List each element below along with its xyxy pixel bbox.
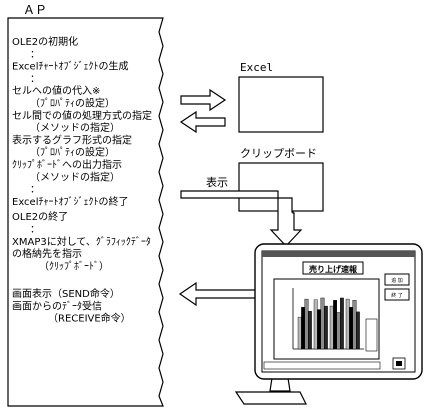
chart-bar xyxy=(340,297,344,350)
window-title: 売り上げ速報 xyxy=(309,264,358,274)
ap-line: ： xyxy=(30,49,40,60)
chart-bar xyxy=(304,298,309,350)
ap-line: （ﾌﾟﾛﾊﾟﾃｨの設定） xyxy=(30,97,115,110)
chart-bar xyxy=(297,316,302,350)
arrow-clipboard-to-monitor xyxy=(180,190,303,247)
screen-icon-glyph xyxy=(396,361,402,366)
ap-line: ： xyxy=(30,185,40,196)
ap-line: （メソッドの指定） xyxy=(30,121,120,134)
chart-bar xyxy=(308,311,312,350)
window-title-box xyxy=(302,261,364,275)
chart-bar xyxy=(336,312,341,350)
chart-bar xyxy=(317,309,321,350)
ap-line: ： xyxy=(30,74,40,85)
display-label: 表示 xyxy=(206,175,228,189)
chart-bars xyxy=(297,297,360,350)
monitor-stand xyxy=(269,377,291,392)
ap-line: （RECEIVE命令） xyxy=(48,312,131,325)
chart-bar xyxy=(356,311,360,350)
window-titlebar xyxy=(262,251,415,257)
ap-line: 画面表示（SEND命令） xyxy=(12,287,120,300)
arrow-monitor-to-ap xyxy=(178,281,258,307)
ap-line: XMAP3に対して、ｸﾞﾗﾌｨｯｸﾃﾞｰﾀ xyxy=(12,235,151,248)
excel-label: Excel xyxy=(240,61,273,74)
chart-bar xyxy=(313,299,318,350)
ap-line: ｸﾘｯﾌﾟﾎﾞｰﾄﾞへの出力指示 xyxy=(12,158,122,171)
chart-bar xyxy=(324,305,328,350)
ap-line: OLE2の終了 xyxy=(12,210,68,223)
arrow-from-excel xyxy=(179,110,226,134)
exit-button-label: 終 了 xyxy=(391,292,403,299)
chart-bar xyxy=(329,305,334,350)
ap-line: （ﾌﾟﾛﾊﾟﾃｨの設定） xyxy=(30,146,115,159)
chart-bar xyxy=(345,298,350,350)
ap-line: OLE2の初期化 xyxy=(12,35,78,48)
chart-bar xyxy=(320,297,325,350)
ap-line: （ｸﾘｯﾌﾟﾎﾞｰﾄﾞ） xyxy=(39,260,109,272)
ap-label: ＡＰ xyxy=(23,3,47,17)
arrow-to-excel xyxy=(180,88,227,112)
add-button-label: 追 加 xyxy=(391,277,403,284)
excel-box xyxy=(238,76,324,133)
chart-bar xyxy=(301,307,305,350)
ap-line: ： xyxy=(30,225,40,236)
ap-line: セル間での値の処理方式の指定 xyxy=(12,109,152,122)
ap-line: 表示するグラフ形式の指定 xyxy=(12,133,132,146)
ap-line: の格納先を指示 xyxy=(12,247,82,260)
clipboard-label: クリップボード xyxy=(240,147,317,160)
chart-bar xyxy=(349,307,353,350)
add-button xyxy=(384,273,410,286)
ap-line: Excelﾁｬｰﾄｵﾌﾞｼﾞｪｸﾄの生成 xyxy=(12,60,129,73)
ap-line: 画面からのﾃﾞｰﾀ受信 xyxy=(12,300,102,312)
chart-bar xyxy=(352,300,357,350)
ap-line: Excelﾁｬｰﾄｵﾌﾞｼﾞｪｸﾄの終了 xyxy=(12,195,129,208)
ap-line: セルへの値の代入※ xyxy=(12,84,100,97)
monitor-base xyxy=(234,391,307,405)
chart-bar xyxy=(333,300,337,350)
ap-line: （メソッドの指定） xyxy=(30,170,120,183)
ap-box xyxy=(7,17,164,407)
monitor: 売り上げ速報 追 加 終 了 xyxy=(234,243,423,405)
status-bar xyxy=(263,361,381,370)
ap-text-lines: OLE2の初期化：Excelﾁｬｰﾄｵﾌﾞｼﾞｪｸﾄの生成：セルへの値の代入※（… xyxy=(12,35,152,325)
chart-legend xyxy=(365,318,378,352)
exit-button xyxy=(384,288,410,301)
